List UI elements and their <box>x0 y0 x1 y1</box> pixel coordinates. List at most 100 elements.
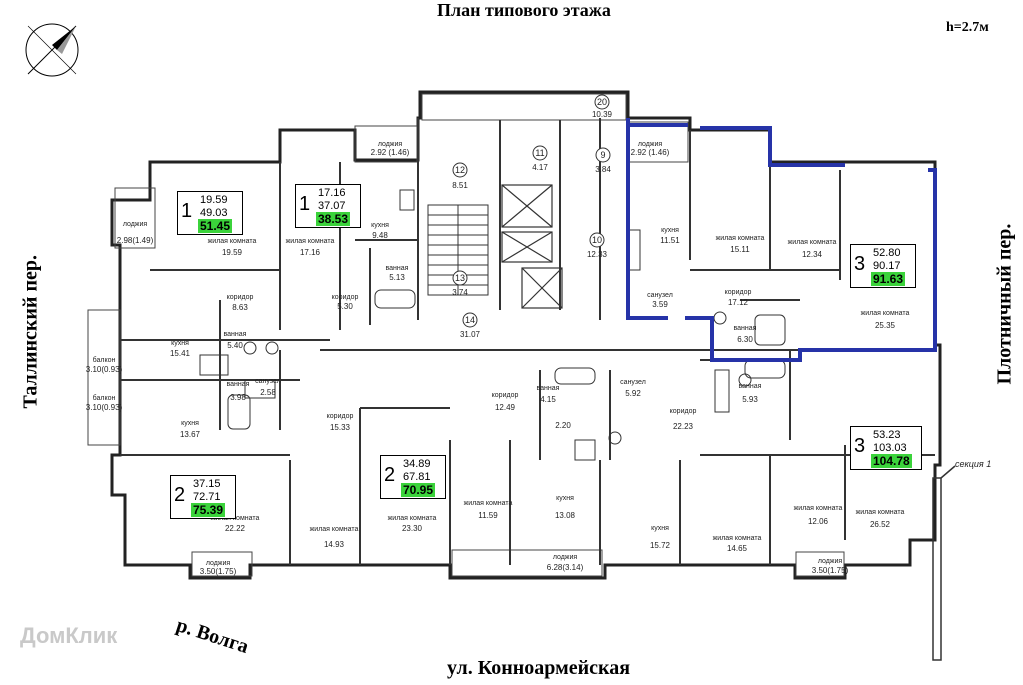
room-name: лоджия <box>123 221 148 228</box>
room-name: ванная <box>739 383 762 390</box>
room-name: лоджия <box>378 141 403 148</box>
apartment-info: 1 19.59 49.03 51.45 <box>177 191 243 235</box>
room-area: 3.84 <box>595 165 611 174</box>
room-name: ванная <box>537 385 560 392</box>
apartment-info: 3 53.23 103.03 104.78 <box>850 426 922 470</box>
room-area: 3.50(1.75) <box>200 567 237 576</box>
room-area: 23.30 <box>402 524 423 533</box>
room-area: 3.74 <box>452 288 468 297</box>
apartment-area: 72.71 <box>193 491 221 503</box>
room-name: коридор <box>725 289 752 296</box>
room-number: 13 <box>455 273 465 283</box>
elevators <box>501 184 563 309</box>
apartment-rooms: 2 <box>174 484 186 506</box>
room-name: жилая комната <box>861 310 910 317</box>
apartment-living-area: 34.89 <box>403 458 431 470</box>
room-area: 15.41 <box>170 349 191 358</box>
room-area: 2.58 <box>260 388 276 397</box>
apartment-area: 37.07 <box>318 200 346 212</box>
room-name: лоджия <box>818 558 843 565</box>
street-bottom: ул. Конноармейская <box>447 657 631 679</box>
apartment-living-area: 19.59 <box>200 194 228 206</box>
room-name: жилая комната <box>856 509 905 516</box>
apartment-info: 2 37.15 72.71 75.39 <box>170 475 236 519</box>
apartment-area: 67.81 <box>403 471 431 483</box>
stairwell <box>427 204 489 296</box>
room-number: 9 <box>600 150 605 160</box>
apartment-total-area: 91.63 <box>871 272 906 286</box>
room-name: лоджия <box>206 560 231 567</box>
room-name: кухня <box>181 420 199 427</box>
room-area: 8.51 <box>452 181 468 190</box>
room-name: ванная <box>227 381 250 388</box>
room-name: жилая комната <box>788 239 837 246</box>
room-area: 15.33 <box>330 423 351 432</box>
room-area: 2.20 <box>555 421 571 430</box>
apartment-rooms: 1 <box>299 193 311 215</box>
interior-walls <box>120 118 935 565</box>
room-area: 3.10(0.93) <box>86 403 123 412</box>
room-area: 5.93 <box>742 395 758 404</box>
apartment-total-area: 104.78 <box>871 454 912 468</box>
room-name: коридор <box>670 408 697 415</box>
room-area: 15.11 <box>730 245 750 254</box>
apartment-rooms: 2 <box>384 464 396 486</box>
room-name: ванная <box>386 265 409 272</box>
room-name: санузел <box>255 378 281 385</box>
room-area: 25.35 <box>875 321 896 330</box>
room-name: ванная <box>734 325 757 332</box>
room-name: балкон <box>93 356 116 364</box>
apartment-area: 90.17 <box>873 260 901 272</box>
room-area: 6.28(3.14) <box>547 563 584 572</box>
room-name: жилая комната <box>794 505 843 512</box>
room-name: лоджия <box>553 554 578 561</box>
apartment-info: 2 34.89 67.81 70.95 <box>380 455 446 499</box>
room-area: 26.52 <box>870 520 891 529</box>
apartment-total-area: 70.95 <box>401 483 436 497</box>
room-area: 10.39 <box>592 110 613 119</box>
apartment-living-area: 53.23 <box>873 429 901 441</box>
room-area: 19.59 <box>222 248 243 257</box>
room-name: санузел <box>620 379 646 386</box>
room-name: балкон <box>93 394 116 402</box>
room-name: ванная <box>224 331 247 338</box>
room-name: коридор <box>327 413 354 420</box>
room-area: 5.13 <box>389 273 405 282</box>
room-name: кухня <box>651 525 669 532</box>
room-number: 20 <box>597 97 607 107</box>
plan-title: План типового этажа <box>437 0 611 20</box>
room-area: 3.98 <box>230 393 246 402</box>
room-name: кухня <box>556 495 574 502</box>
room-area: 3.59 <box>652 300 668 309</box>
room-area: 13.67 <box>180 430 201 439</box>
room-area: 2.98(1.49) <box>117 236 154 245</box>
room-number-markers <box>452 94 611 328</box>
apartment-info: 1 17.16 37.07 38.53 <box>295 184 361 228</box>
room-area: 13.08 <box>555 511 576 520</box>
room-name: жилая комната <box>310 526 359 533</box>
room-name: жилая комната <box>388 515 437 522</box>
watermark: ДомКлик <box>20 623 118 648</box>
room-area: 22.23 <box>673 422 694 431</box>
room-name: жилая комната <box>713 535 762 542</box>
outer-walls <box>110 90 942 580</box>
room-area: 31.07 <box>460 330 481 339</box>
room-name: кухня <box>171 340 189 347</box>
room-area: 3.10(0.93) <box>86 365 123 374</box>
room-area: 17.12 <box>728 298 749 307</box>
room-area: 12.49 <box>495 403 516 412</box>
room-area: 14.65 <box>727 544 748 553</box>
room-number: 12 <box>455 165 465 175</box>
room-name: коридор <box>492 392 519 399</box>
apartment-living-area: 52.80 <box>873 247 901 259</box>
section-line <box>932 465 956 661</box>
room-area: 11.59 <box>478 511 498 520</box>
apartment-living-area: 37.15 <box>193 478 221 490</box>
room-name: жилая комната <box>716 235 765 242</box>
apartment-total-area: 51.45 <box>198 219 233 233</box>
apartment-rooms: 3 <box>854 253 866 275</box>
room-area: 5.40 <box>227 341 243 350</box>
room-number: 14 <box>465 315 475 325</box>
room-area: 2.92 (1.46) <box>631 148 670 157</box>
